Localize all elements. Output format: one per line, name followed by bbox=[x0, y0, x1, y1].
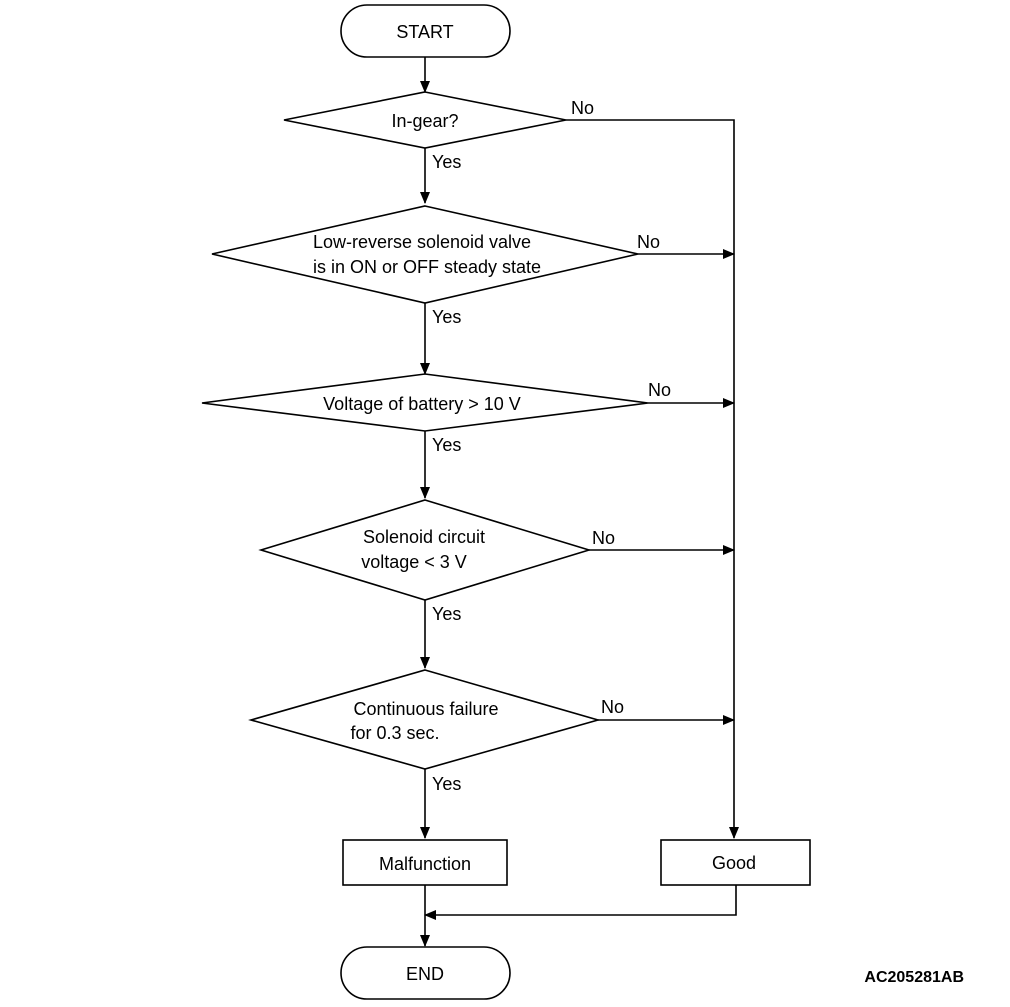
good-label: Good bbox=[712, 853, 756, 873]
yes-label: Yes bbox=[432, 307, 461, 327]
malfunction-label: Malfunction bbox=[379, 854, 471, 874]
decision-diamond bbox=[258, 499, 592, 601]
no-label: No bbox=[571, 98, 594, 118]
no-label: No bbox=[637, 232, 660, 252]
start-label: START bbox=[396, 22, 453, 42]
end-terminal bbox=[340, 946, 511, 1000]
yes-label: Yes bbox=[432, 774, 461, 794]
figure-code: AC205281AB bbox=[864, 969, 964, 986]
decision-5-text-line-1: Continuous failure bbox=[353, 699, 498, 719]
decision-diamond bbox=[248, 669, 601, 770]
no-branch-line bbox=[566, 119, 739, 839]
no-label: No bbox=[648, 380, 671, 400]
decision-5-text-line-2: for 0.3 sec. bbox=[350, 723, 439, 743]
decision-diamond bbox=[211, 205, 639, 304]
decision-3-text: Voltage of battery > 10 V bbox=[323, 394, 521, 414]
yes-label: Yes bbox=[432, 152, 461, 172]
no-label: No bbox=[592, 528, 615, 548]
no-label: No bbox=[601, 697, 624, 717]
decision-diamond bbox=[283, 91, 567, 149]
decision-2-text-line-1: Low-reverse solenoid valve bbox=[313, 232, 531, 252]
decision-1-text: In-gear? bbox=[391, 111, 458, 131]
good-return-line bbox=[424, 885, 737, 920]
yes-label: Yes bbox=[432, 435, 461, 455]
decision-4-text-line-1: Solenoid circuit bbox=[363, 527, 485, 547]
decision-4-text-line-2: voltage < 3 V bbox=[361, 552, 467, 572]
end-label: END bbox=[406, 964, 444, 984]
yes-label: Yes bbox=[432, 604, 461, 624]
decision-2-text-line-2: is in ON or OFF steady state bbox=[313, 257, 541, 277]
decision-diamond bbox=[201, 373, 649, 432]
